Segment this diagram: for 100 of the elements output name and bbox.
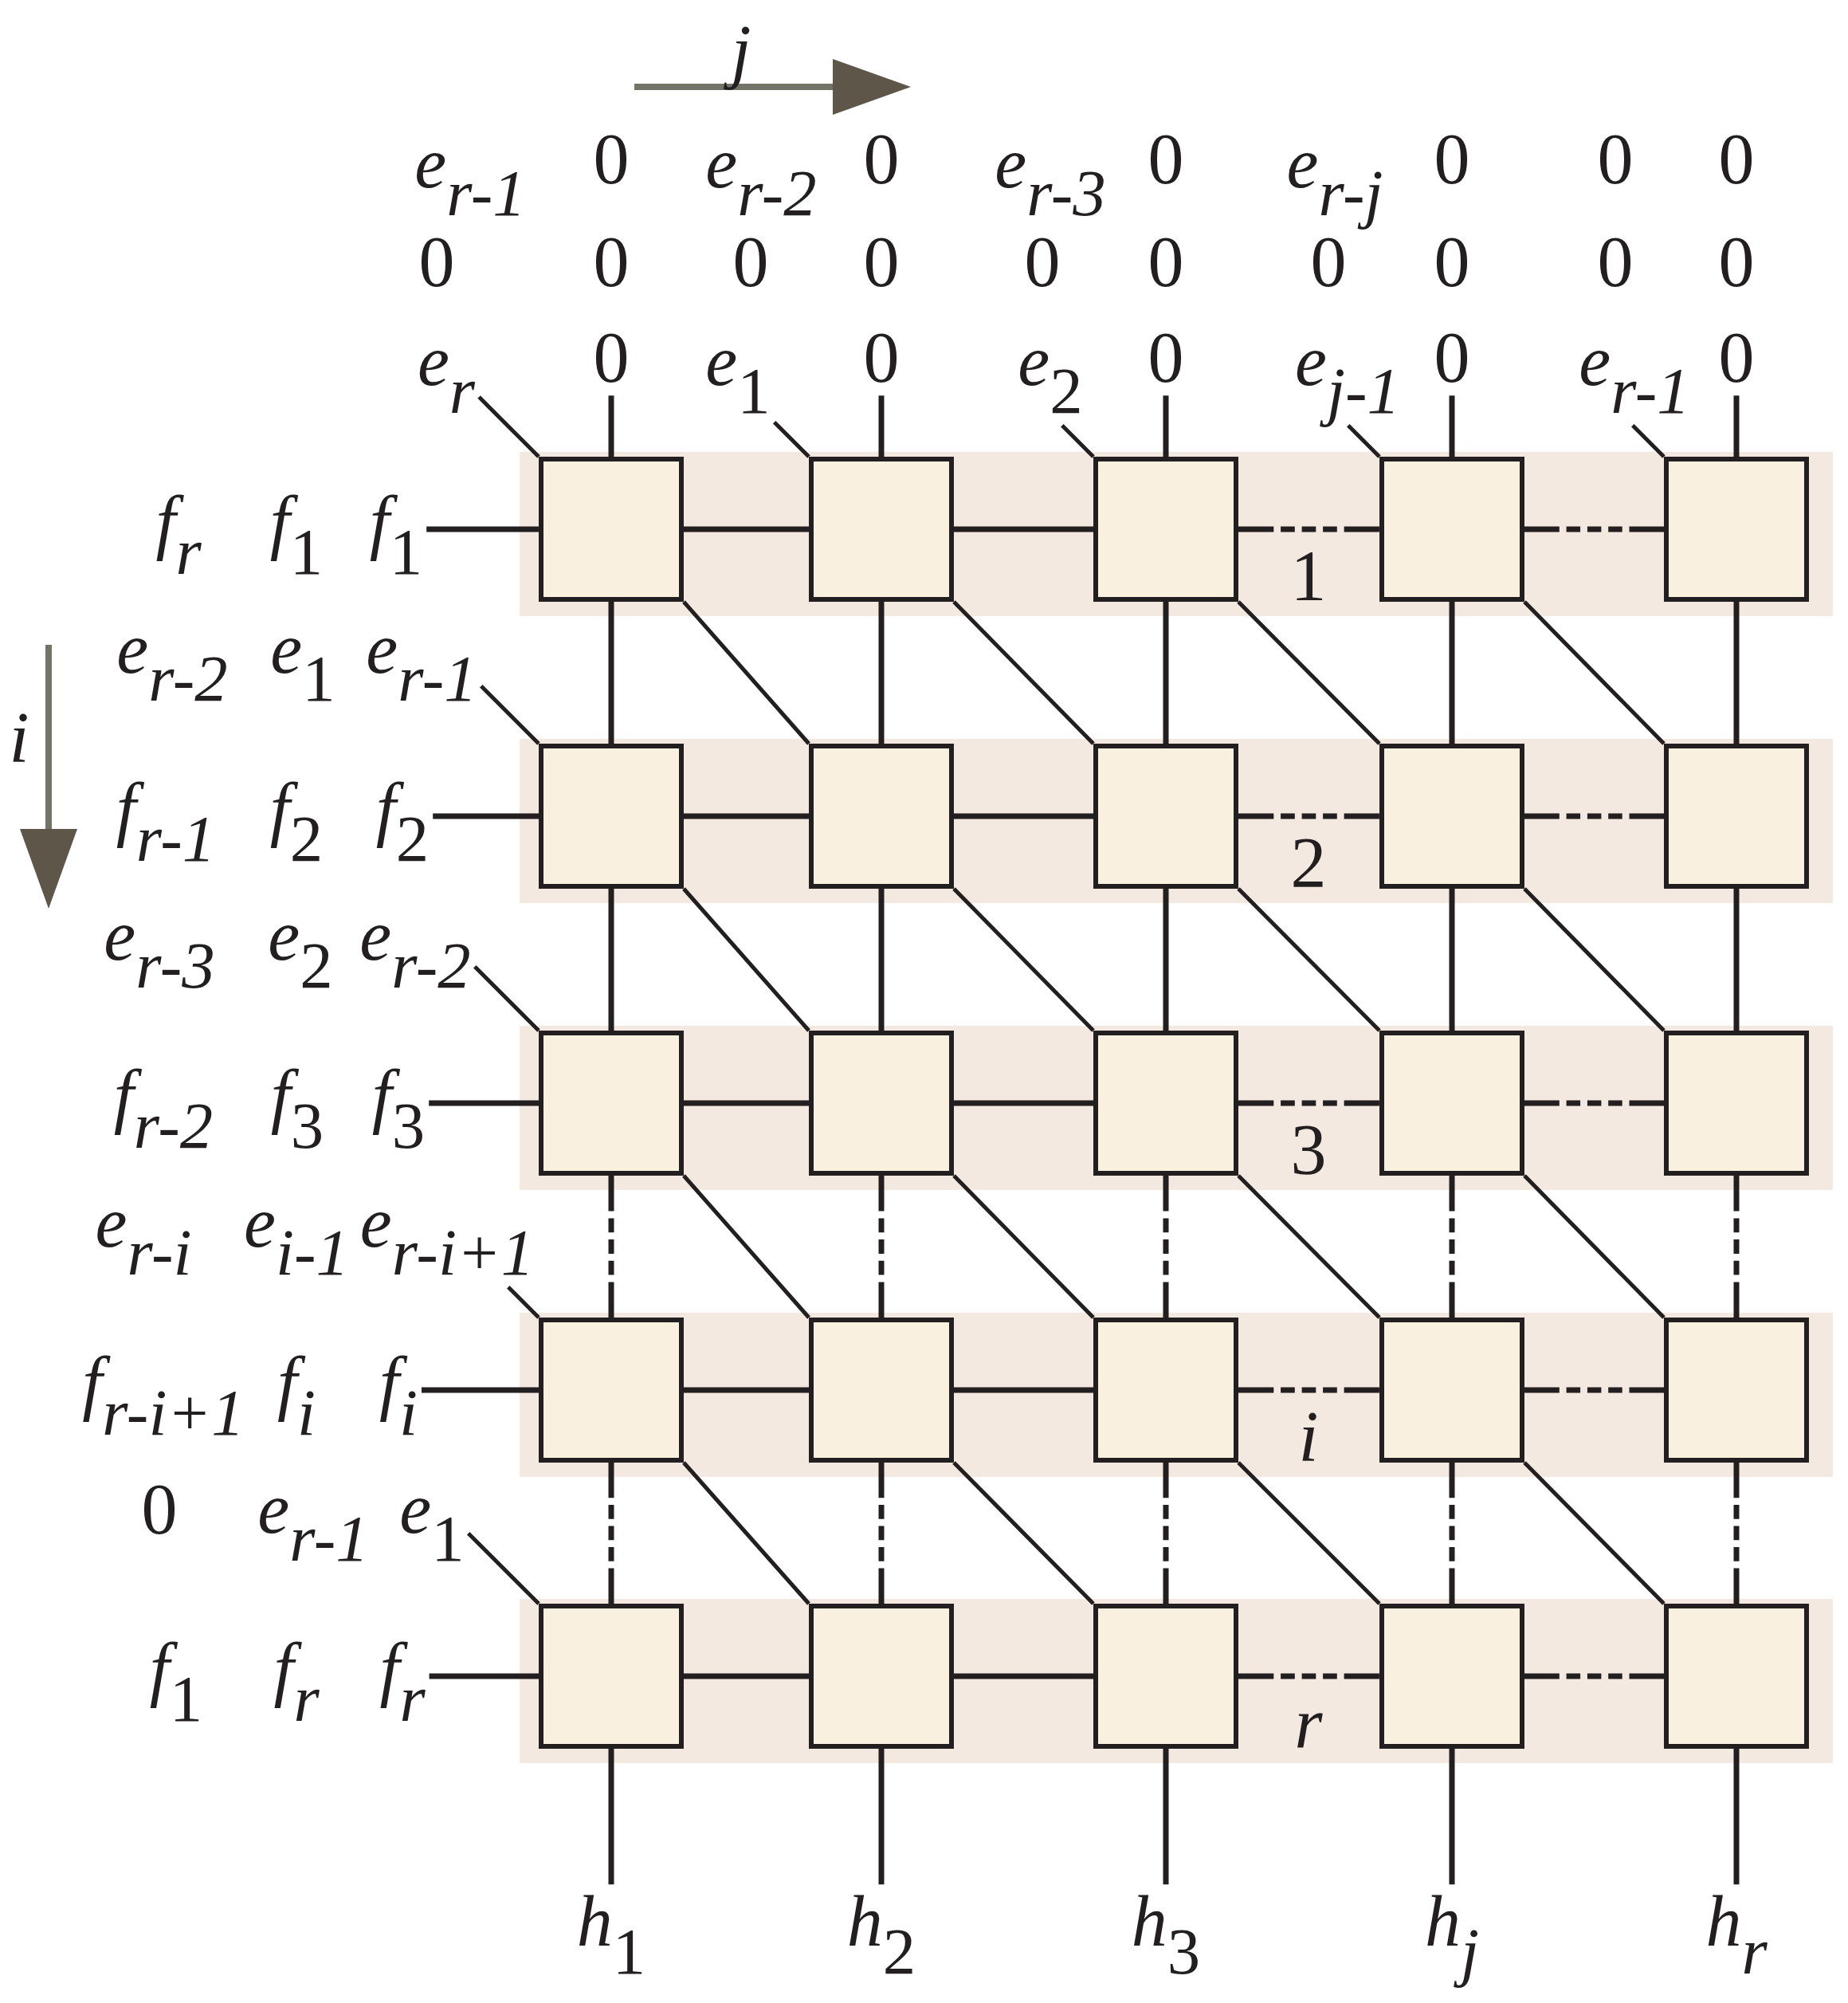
sequence-value: 0 [732,224,770,300]
processing-box [539,1318,684,1463]
connector-line [1237,1174,1381,1319]
row-band [520,1026,1833,1190]
connector-line [1523,1174,1666,1319]
dashed-connector [1524,813,1664,819]
processing-box [809,1318,954,1463]
sequence-value: 0 [1596,224,1634,300]
connector-line [1347,424,1381,458]
connector-line [878,889,885,1031]
row-band [520,452,1833,616]
connector-line [772,420,810,458]
processing-box [1379,1604,1524,1749]
row-band [520,739,1833,903]
connector-line [952,887,1095,1032]
connector-line [684,1673,809,1679]
connector-line [952,600,1095,745]
connector-line [1631,424,1666,458]
dashed-connector [1238,526,1379,532]
connector-line [684,1100,809,1106]
connector-line [682,1461,810,1605]
dashed-connector [1524,1673,1664,1679]
dashed-connector [1238,1673,1379,1679]
connector-line [954,526,1093,532]
connector-line [608,1749,614,1885]
sequence-value: 0 [862,224,900,300]
dashed-connector [878,1463,885,1604]
input-label: 0 [859,320,904,396]
processing-box [539,1604,684,1749]
input-label: 0 [1714,320,1759,396]
dashed-connector [608,1176,614,1318]
connector-line [1449,602,1455,744]
row-band [520,1599,1833,1763]
dashed-connector [1733,1463,1740,1604]
processing-box [1664,1031,1809,1176]
connector-line [954,1387,1093,1393]
connector-line [1733,889,1740,1031]
connector-line [1523,600,1666,745]
connector-line [480,685,540,745]
connector-line [1163,602,1169,744]
connector-line [682,600,810,745]
row-number: 2 [1289,825,1328,901]
row-number: 3 [1289,1112,1328,1188]
row-number: r [1293,1685,1324,1761]
connector-line [1449,889,1455,1031]
connector-line [1733,602,1740,744]
connector-line [684,813,809,819]
sequence-value: 0 [1717,121,1756,198]
connector-line [507,1286,540,1319]
dashed-connector [1238,813,1379,819]
connector-line [684,526,809,532]
input-label: 0 [1144,320,1188,396]
dashed-connector [1524,1387,1664,1393]
processing-box [809,457,954,602]
processing-box [1379,1318,1524,1463]
input-label: 0 [1430,320,1474,396]
processing-box [809,1031,954,1176]
sequence-value: 0 [1433,224,1471,300]
dashed-connector [1163,1176,1169,1318]
processing-box [1379,457,1524,602]
row-band [520,1313,1833,1477]
connector-line [608,889,614,1031]
connector-line [1061,424,1095,458]
dashed-connector [1733,1176,1740,1318]
dashed-connector [1524,1100,1664,1106]
processing-box [1093,744,1238,889]
processing-box [1664,1604,1809,1749]
sequence-value: 0 [1596,121,1634,198]
processing-box [809,1604,954,1749]
sequence-value: 0 [1147,121,1185,198]
dashed-connector [1449,1463,1455,1604]
connector-line [684,1387,809,1393]
sequence-value: 0 [1023,224,1061,300]
sequence-value: 0 [1309,224,1347,300]
connector-line [1163,889,1169,1031]
connector-line [1523,1461,1666,1605]
connector-line [878,602,885,744]
processing-box [539,744,684,889]
connector-line [952,1174,1095,1319]
connector-line [954,813,1093,819]
row-number: i [1297,1399,1320,1475]
connector-line [1449,1749,1455,1885]
processing-box [1664,457,1809,602]
input-label: 0 [589,320,634,396]
connector-line [954,1100,1093,1106]
dashed-connector [1238,1387,1379,1393]
connector-line [1237,887,1381,1032]
connector-line [429,1673,539,1679]
dashed-connector [1163,1463,1169,1604]
connector-line [477,395,540,458]
connector-line [608,602,614,744]
connector-line [878,1749,885,1885]
connector-line [1237,1461,1381,1605]
connector-line [1163,1749,1169,1885]
processing-box [1379,1031,1524,1176]
processing-box [1093,1604,1238,1749]
processing-box [539,1031,684,1176]
connector-line [1523,887,1666,1032]
direction-label: i [8,700,30,776]
sequence-value: 0 [862,121,900,198]
